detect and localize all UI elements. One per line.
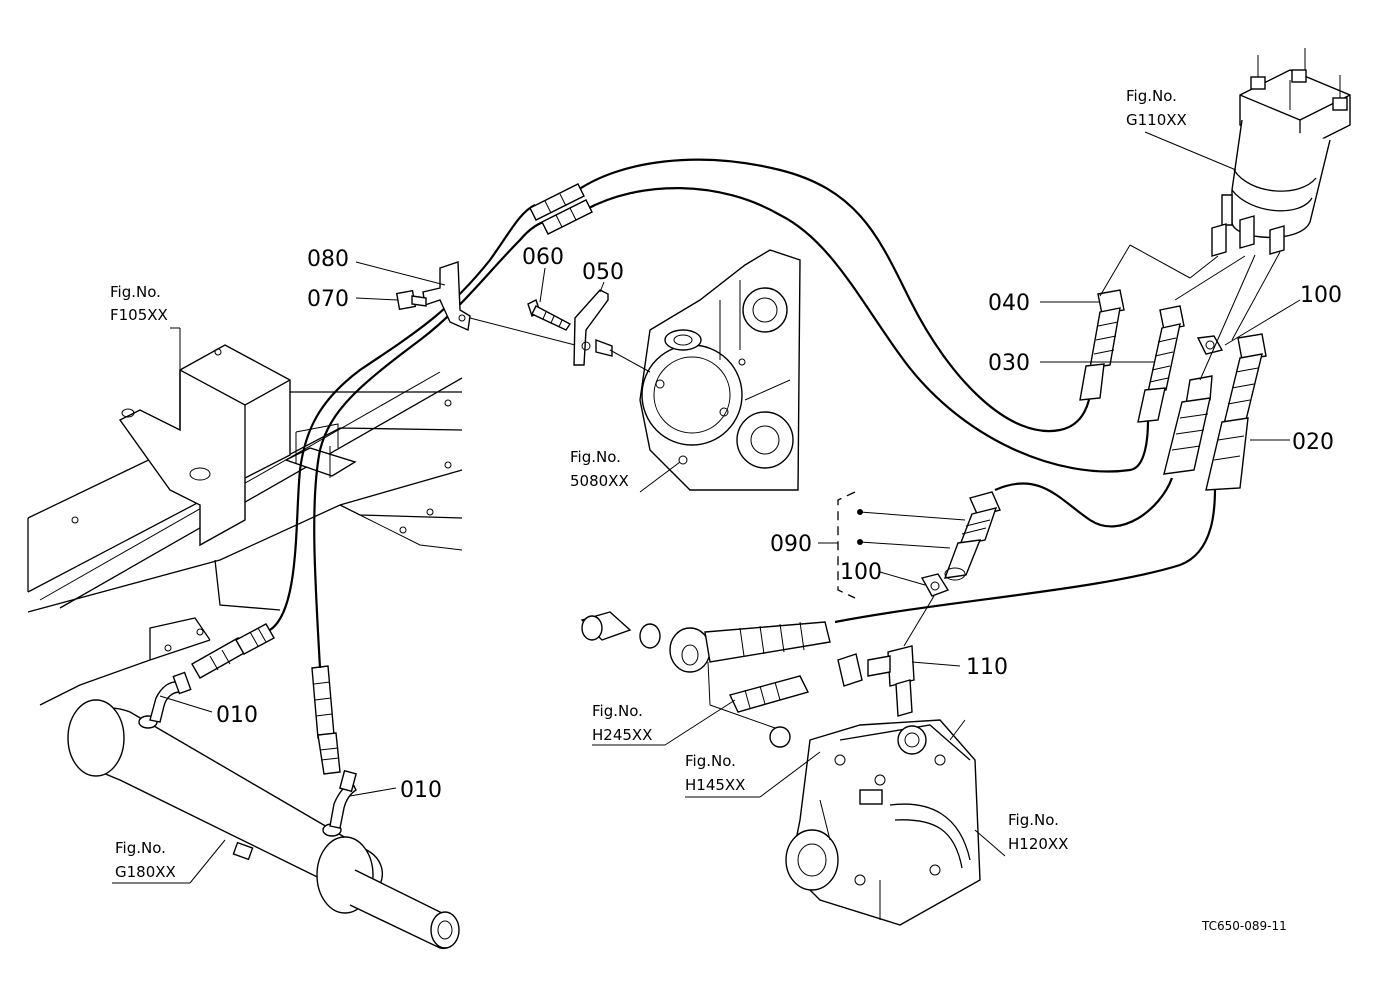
hydraulic-hoses xyxy=(269,158,1217,669)
power-steering-unit xyxy=(1211,48,1351,257)
hose-end-bottom xyxy=(311,665,341,775)
tee-fitting-110 xyxy=(867,595,935,717)
hose-guard-sleeves xyxy=(529,183,593,235)
callout-010-left: 010 xyxy=(216,703,258,728)
callout-070: 070 xyxy=(307,287,349,312)
figref-label-h145: Fig.No. xyxy=(685,752,736,770)
engine-gear-case xyxy=(639,249,801,491)
figure-references: Fig.No. F105XX Fig.No. G110XX Fig.No. 50… xyxy=(110,87,1187,881)
leader-lines xyxy=(112,131,1301,884)
part-callouts: 010 010 020 030 040 050 060 070 080 090 … xyxy=(216,245,1342,803)
callout-010-right: 010 xyxy=(400,778,442,803)
bolt-060 xyxy=(527,299,572,331)
hose-clip-100-lower xyxy=(920,573,950,597)
callout-060: 060 xyxy=(522,245,564,270)
figref-5080: 5080XX xyxy=(570,472,629,490)
steering-cylinder xyxy=(39,617,460,949)
hose-assembly-090 xyxy=(837,491,1001,599)
elbow-fitting-010-b xyxy=(329,769,357,829)
hose-fitting-030 xyxy=(1137,305,1185,423)
figref-label-5080: Fig.No. xyxy=(570,448,621,466)
hose-fitting-020 xyxy=(1205,333,1267,491)
hose-fitting-mid xyxy=(1163,375,1213,475)
callout-050: 050 xyxy=(582,260,624,285)
figref-h245: H245XX xyxy=(592,726,652,744)
hose-clip-100-upper xyxy=(1196,335,1224,355)
figref-label-g180: Fig.No. xyxy=(115,839,166,857)
figref-g180: G180XX xyxy=(115,863,176,881)
callout-080: 080 xyxy=(307,247,349,272)
hose-clamp-080 xyxy=(422,261,471,332)
mounting-bracket xyxy=(118,344,291,547)
figref-label-h120: Fig.No. xyxy=(1008,811,1059,829)
figref-label-f105: Fig.No. xyxy=(110,283,161,301)
callout-020: 020 xyxy=(1292,430,1334,455)
elbow-fitting-010-a xyxy=(149,671,192,723)
drawing-code: TC650-089-11 xyxy=(1201,919,1287,933)
hst-pump-unit xyxy=(785,719,981,926)
figref-h145: H145XX xyxy=(685,776,745,794)
hose-fitting-040 xyxy=(1079,289,1125,401)
figref-g110: G110XX xyxy=(1126,111,1187,129)
stay-050 xyxy=(573,289,613,366)
figref-f105: F105XX xyxy=(110,306,168,324)
callout-040: 040 xyxy=(988,291,1030,316)
bolt-070 xyxy=(395,289,427,311)
figref-h120: H120XX xyxy=(1008,835,1068,853)
figref-label-h245: Fig.No. xyxy=(592,702,643,720)
callout-100-lower: 100 xyxy=(840,560,882,585)
callout-030: 030 xyxy=(988,351,1030,376)
callout-100-upper: 100 xyxy=(1300,283,1342,308)
callout-110: 110 xyxy=(966,655,1008,680)
callout-090: 090 xyxy=(770,532,812,557)
figref-label-g110: Fig.No. xyxy=(1126,87,1177,105)
lower-hose-assembly xyxy=(580,611,863,748)
hose-end-left xyxy=(191,623,275,679)
